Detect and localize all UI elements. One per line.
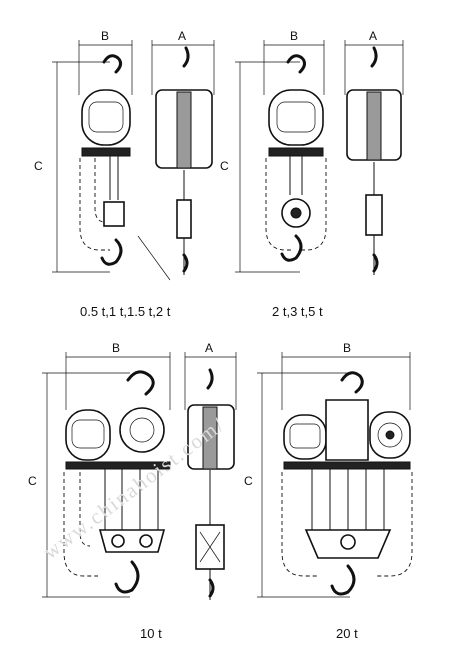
hoist-3-label-a: A [205, 341, 213, 355]
hoist-3-dimension-c: C [28, 372, 130, 598]
hoist-3-front-view [63, 370, 171, 594]
hoist-4-caption: 20 t [336, 626, 358, 641]
hoist-3-drawing: B A C [28, 341, 237, 641]
hoist-2-label-a: A [369, 29, 377, 43]
hoist-2-label-b: B [290, 29, 298, 43]
hoist-2-dimension-a: A [344, 29, 404, 95]
hoist-4-label-b: B [343, 341, 351, 355]
hoist-2-label-c: C [220, 159, 229, 173]
hoist-3-label-b: B [112, 341, 120, 355]
hoist-3-dimension-b: B [65, 341, 171, 410]
hoist-3-side-view [187, 368, 235, 600]
hoist-1-drawing: B A C [34, 29, 215, 319]
hoist-3-caption: 10 t [140, 626, 162, 641]
hoist-1-label-a: A [178, 29, 186, 43]
hoist-4-front-view [281, 371, 413, 596]
hoist-1-side-view [155, 46, 213, 275]
hoist-4-drawing: B C 20 t [244, 341, 413, 641]
hoist-2-side-view [346, 46, 402, 275]
hoist-4-label-c: C [244, 474, 253, 488]
hoist-1-caption: 0.5 t,1 t,1.5 t,2 t [80, 304, 171, 319]
hoist-1-dimension-a: A [151, 29, 215, 95]
hoist-3-label-c: C [28, 474, 37, 488]
hoist-4-dimension-c: C [244, 372, 350, 598]
hoist-1-dimension-c: C [34, 61, 110, 273]
hoist-4-dimension-b: B [281, 341, 411, 410]
hoist-1-front-view [79, 54, 171, 281]
hoist-1-dimension-b: B [78, 29, 133, 95]
hoist-1-label-b: B [101, 29, 109, 43]
hoist-2-caption: 2 t,3 t,5 t [272, 304, 323, 319]
hoist-2-front-view [265, 54, 327, 262]
hoist-2-drawing: B A C [220, 29, 404, 319]
hoist-2-dimension-b: B [263, 29, 325, 95]
hoist-1-label-c: C [34, 159, 43, 173]
hoist-3-dimension-a: A [184, 341, 237, 410]
